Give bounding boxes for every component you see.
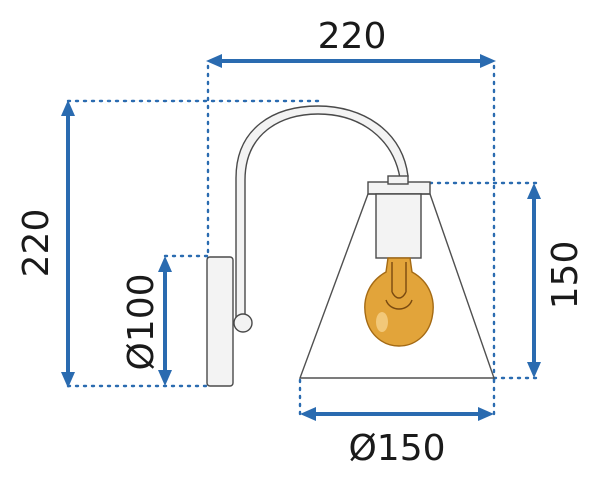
dimension-width-top: 220 [206, 16, 496, 68]
socket-neck [387, 175, 409, 185]
arrow-down-icon [527, 362, 541, 378]
arrow-up-icon [158, 256, 172, 272]
shade-height-label: 150 [545, 241, 586, 310]
arrow-down-icon [158, 370, 172, 386]
height-left-label: 220 [16, 209, 57, 278]
arrow-down-icon [61, 372, 75, 388]
arrow-left-icon [300, 407, 316, 421]
arrow-right-icon [478, 407, 494, 421]
arrow-left-icon [206, 54, 222, 68]
dimension-shade-diameter: Ø150 [300, 407, 494, 469]
dimension-height-left: 220 [16, 100, 75, 388]
wall-backplate [206, 256, 234, 387]
arrow-up-icon [527, 183, 541, 199]
arrow-right-icon [480, 54, 496, 68]
bulb-socket [375, 193, 422, 259]
bulb-highlight [376, 312, 388, 332]
width-top-label: 220 [318, 16, 387, 57]
switch-knob [233, 313, 253, 333]
shade-diameter-label: Ø150 [348, 428, 445, 469]
dimension-shade-height: 150 [527, 183, 586, 378]
bulb-filament [385, 262, 413, 310]
wall-lamp-illustration [206, 105, 495, 387]
dimension-backplate: Ø100 [121, 256, 172, 386]
backplate-diameter-label: Ø100 [121, 273, 162, 370]
arrow-up-icon [61, 100, 75, 116]
